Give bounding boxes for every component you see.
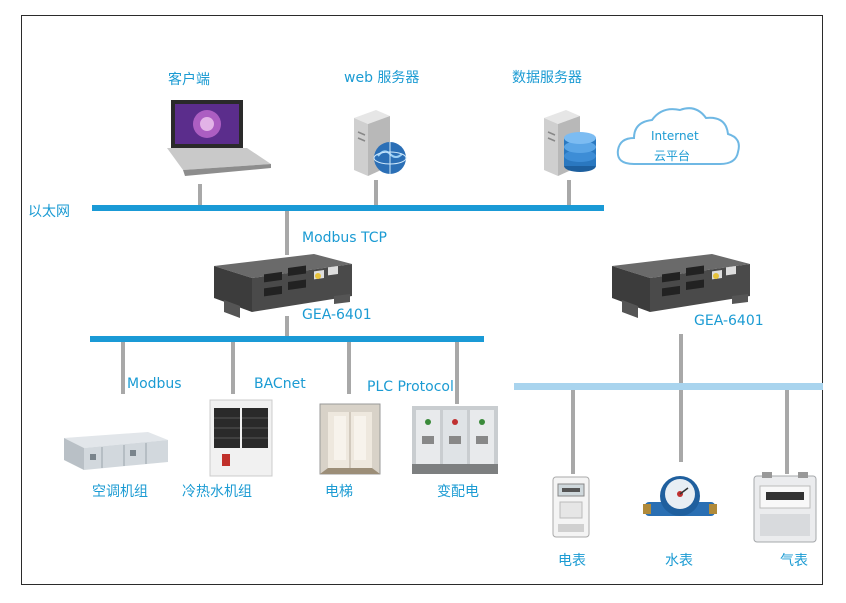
power-distribution-icon bbox=[412, 406, 498, 474]
elevator-icon bbox=[318, 402, 382, 476]
gateway-left-label: GEA-6401 bbox=[302, 307, 372, 323]
device-label-elevator: 电梯 bbox=[325, 484, 353, 500]
client-label: 客户端 bbox=[168, 72, 210, 88]
connector-water-meter bbox=[679, 390, 683, 462]
device-label-chiller: 冷热水机组 bbox=[182, 484, 252, 500]
water-meter-icon bbox=[643, 466, 717, 530]
web-server-icon bbox=[350, 108, 412, 178]
connector-gas-meter bbox=[785, 390, 789, 474]
field-bus-right bbox=[514, 383, 823, 390]
device-label-power: 变配电 bbox=[437, 484, 479, 500]
connector-elevator bbox=[347, 342, 351, 394]
ethernet-label: 以太网 bbox=[28, 204, 70, 220]
connector-web-server bbox=[374, 180, 378, 206]
diagram-frame bbox=[21, 15, 823, 585]
air-handling-unit-icon bbox=[62, 428, 170, 474]
gateway-left-icon bbox=[210, 252, 356, 322]
connector-chiller bbox=[231, 342, 235, 394]
connector-gateway-right-bus bbox=[679, 334, 683, 384]
laptop-icon bbox=[163, 98, 273, 180]
connector-ahu bbox=[121, 342, 125, 394]
connector-client bbox=[198, 184, 202, 206]
protocol-bacnet-label: BACnet bbox=[254, 376, 306, 392]
connector-modbus-tcp bbox=[285, 211, 289, 255]
field-bus-left bbox=[90, 336, 484, 342]
protocol-modbus-label: Modbus bbox=[127, 376, 182, 392]
gateway-right-icon bbox=[608, 252, 754, 322]
device-label-water-meter: 水表 bbox=[665, 553, 693, 569]
data-server-icon bbox=[540, 108, 602, 178]
connector-power bbox=[455, 342, 459, 404]
ethernet-bus bbox=[92, 205, 604, 211]
electric-meter-icon bbox=[552, 476, 590, 538]
data-server-label: 数据服务器 bbox=[512, 70, 582, 86]
connector-gateway-left-bus bbox=[285, 316, 289, 338]
cloud-label-internet: Internet bbox=[651, 129, 699, 143]
protocol-plc-label: PLC Protocol bbox=[367, 379, 454, 395]
cloud-icon bbox=[614, 104, 744, 170]
device-label-electric-meter: 电表 bbox=[558, 553, 586, 569]
web-server-label: web 服务器 bbox=[344, 70, 420, 86]
device-label-gas-meter: 气表 bbox=[780, 553, 808, 569]
chiller-icon bbox=[208, 398, 274, 478]
modbus-tcp-label: Modbus TCP bbox=[302, 230, 387, 246]
cloud-label-platform: 云平台 bbox=[654, 149, 691, 163]
device-label-ahu: 空调机组 bbox=[92, 484, 148, 500]
gateway-right-label: GEA-6401 bbox=[694, 313, 764, 329]
connector-data-server bbox=[567, 180, 571, 206]
connector-electric-meter bbox=[571, 390, 575, 474]
gas-meter-icon bbox=[752, 472, 818, 544]
